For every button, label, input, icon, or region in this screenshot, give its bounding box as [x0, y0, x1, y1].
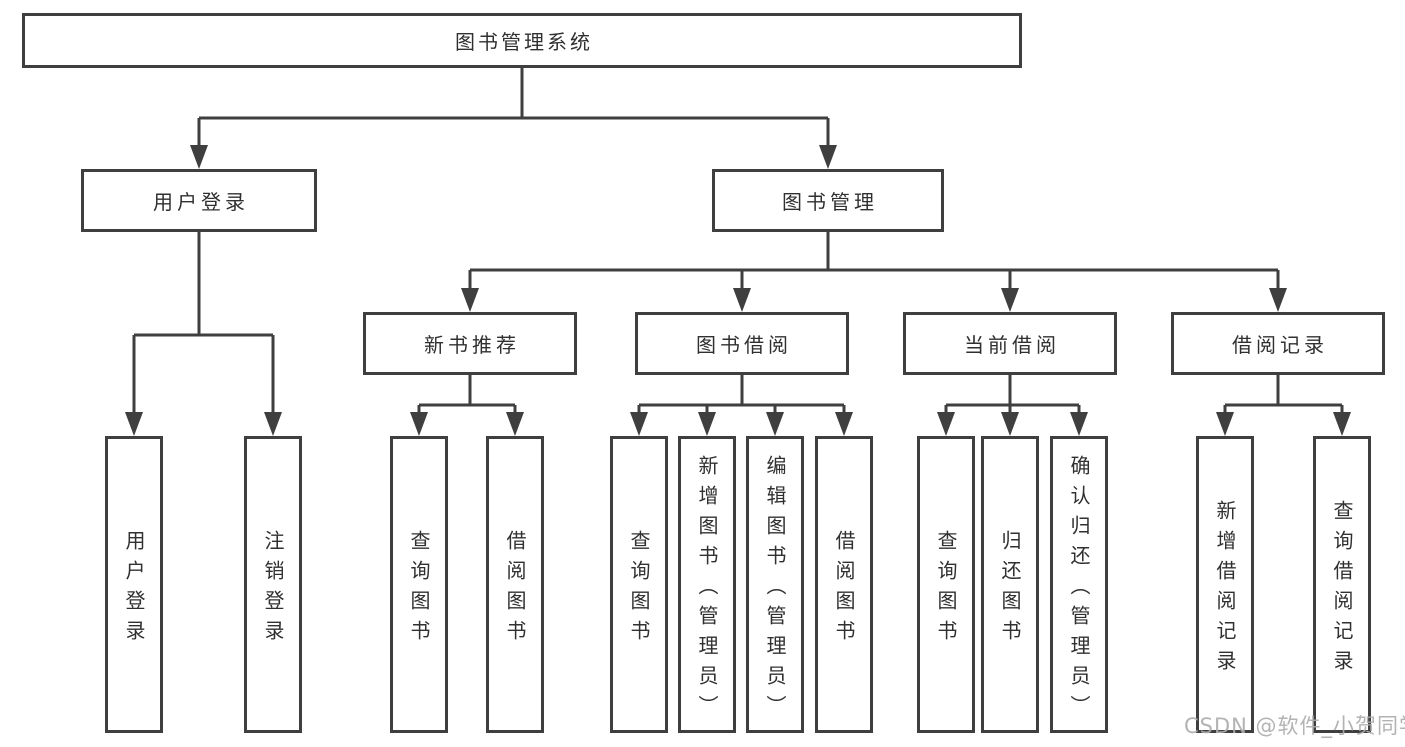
leaf-query-borrow-record: 查询借阅记录: [1313, 436, 1371, 733]
leaf-return-book: 归还图书: [981, 436, 1039, 733]
node-label: 新书推荐: [424, 333, 520, 357]
arrowhead-icon: [819, 145, 837, 169]
leaf-borrowing-borrow-book: 借阅图书: [815, 436, 873, 733]
arrowhead-icon: [1070, 412, 1088, 436]
leaf-add-borrow-record: 新增借阅记录: [1196, 436, 1254, 733]
edge-book-mgmt-to-level3: [468, 232, 1280, 289]
arrowhead-icon: [1001, 412, 1019, 436]
leaf-current-query-book: 查询图书: [917, 436, 975, 733]
node-label: 图书管理系统: [455, 30, 593, 54]
node-label: 新增借阅记录: [1213, 499, 1237, 680]
leaf-borrowing-query-book: 查询图书: [610, 436, 668, 733]
node-label: 查询借阅记录: [1330, 499, 1354, 680]
node-new-book-recommendation: 新书推荐: [363, 312, 577, 375]
arrowhead-icon: [506, 412, 524, 436]
arrowhead-icon: [937, 412, 955, 436]
node-label: 图书管理: [782, 190, 878, 214]
edge-current-borrow-to-leaves: [944, 375, 1081, 413]
arrowhead-icon: [733, 288, 751, 312]
node-label: 查询图书: [407, 529, 431, 650]
node-label: 注销登录: [261, 529, 285, 650]
csdn-watermark: CSDN @软件_小贺同学: [1184, 714, 1405, 738]
node-label: 借阅图书: [832, 529, 856, 650]
leaf-logout: 注销登录: [244, 436, 302, 733]
node-borrowing-records: 借阅记录: [1171, 312, 1385, 375]
arrowhead-icon: [410, 412, 428, 436]
node-book-borrowing: 图书借阅: [635, 312, 849, 375]
node-label: 查询图书: [934, 529, 958, 650]
arrowhead-icon: [190, 145, 208, 169]
node-user-login-branch: 用户登录: [81, 169, 317, 232]
node-label: 用户登录: [153, 190, 249, 214]
node-label: 当前借阅: [964, 333, 1060, 357]
arrowhead-icon: [698, 412, 716, 436]
arrowhead-icon: [630, 412, 648, 436]
arrowhead-icon: [766, 412, 784, 436]
node-label: 编辑图书（管理员）: [763, 454, 787, 725]
node-label: 查询图书: [627, 529, 651, 650]
edge-new-book-to-leaves: [417, 375, 517, 413]
edge-book-borrow-to-leaves: [637, 375, 846, 413]
node-label: 确认归还（管理员）: [1067, 454, 1091, 725]
edge-user-login-to-leaves: [132, 232, 275, 413]
arrowhead-icon: [1216, 412, 1234, 436]
leaf-newbook-borrow-book: 借阅图书: [486, 436, 544, 733]
arrowhead-icon: [264, 412, 282, 436]
node-current-borrowing: 当前借阅: [903, 312, 1117, 375]
node-label: 新增图书（管理员）: [695, 454, 719, 725]
node-label: 归还图书: [998, 529, 1022, 650]
arrowhead-icon: [1333, 412, 1351, 436]
leaf-add-book-admin: 新增图书（管理员）: [678, 436, 736, 733]
node-label: 图书借阅: [696, 333, 792, 357]
node-label: 借阅图书: [503, 529, 527, 650]
edge-borrow-record-to-leaves: [1223, 375, 1344, 413]
edge-root-to-level2: [197, 68, 830, 146]
leaf-edit-book-admin: 编辑图书（管理员）: [746, 436, 804, 733]
arrowhead-icon: [835, 412, 853, 436]
leaf-confirm-return-admin: 确认归还（管理员）: [1050, 436, 1108, 733]
arrowhead-icon: [125, 412, 143, 436]
leaf-user-login: 用户登录: [105, 436, 163, 733]
node-book-management: 图书管理: [712, 169, 944, 232]
arrowhead-icon: [1269, 288, 1287, 312]
arrowhead-icon: [1001, 288, 1019, 312]
arrowhead-icon: [461, 288, 479, 312]
node-label: 用户登录: [122, 529, 146, 650]
node-library-management-system: 图书管理系统: [22, 13, 1022, 68]
node-label: 借阅记录: [1232, 333, 1328, 357]
leaf-newbook-query-book: 查询图书: [390, 436, 448, 733]
